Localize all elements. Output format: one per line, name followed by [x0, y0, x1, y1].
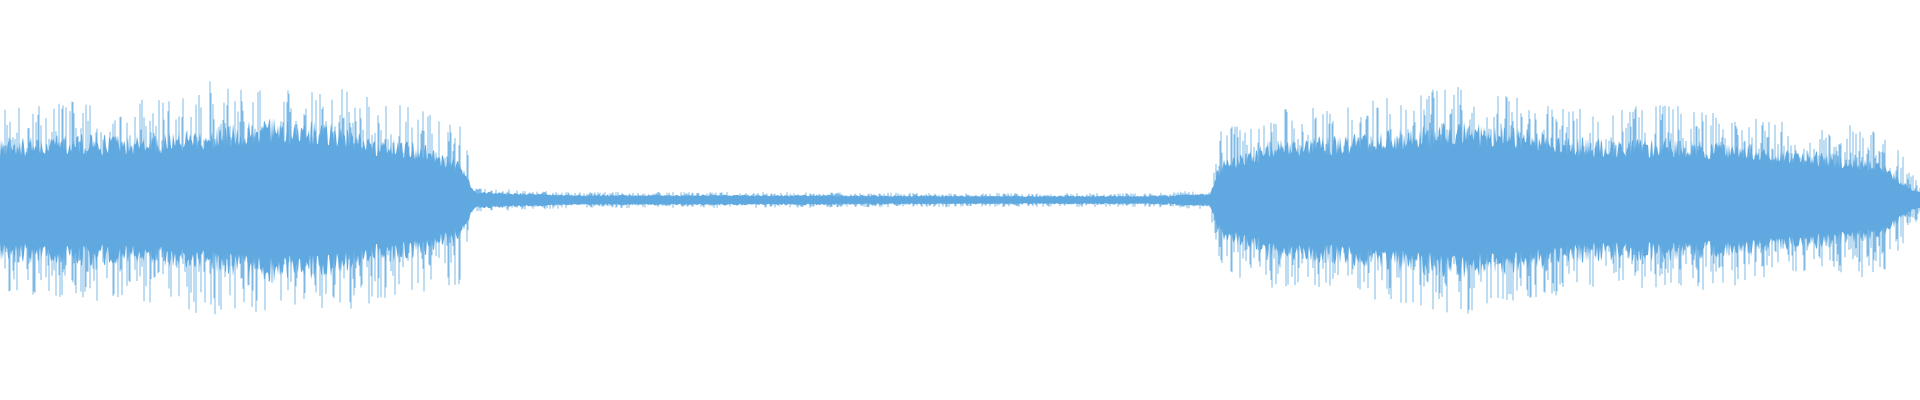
waveform-body — [0, 117, 1920, 283]
